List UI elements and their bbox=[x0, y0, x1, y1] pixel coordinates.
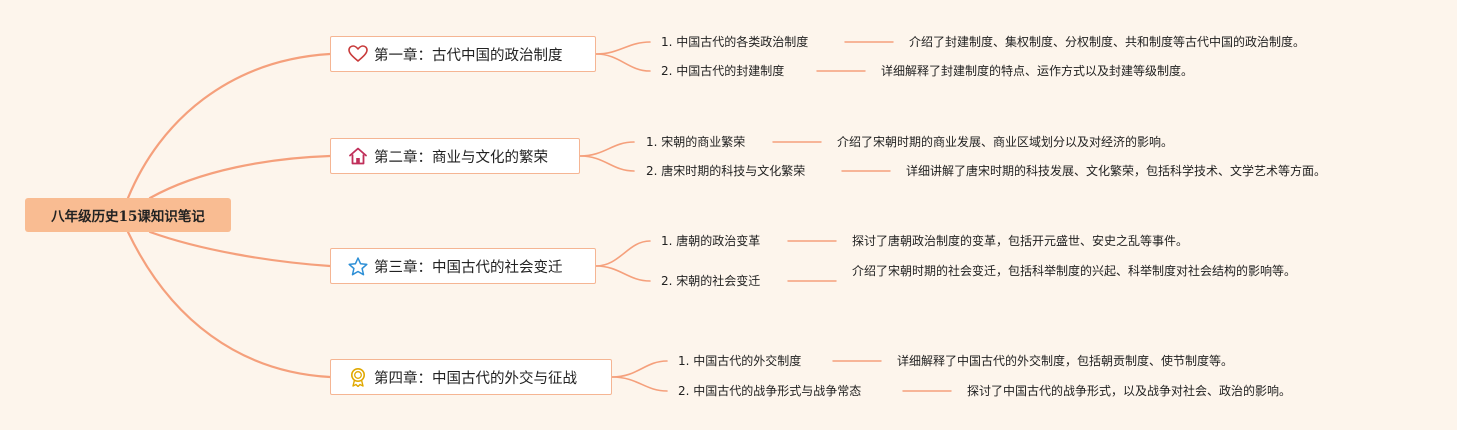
home-icon bbox=[347, 146, 369, 166]
chapter-3-item-1-desc: 探讨了唐朝政治制度的变革，包括开元盛世、安史之乱等事件。 bbox=[852, 234, 1189, 248]
chapter-2-label: 第二章：商业与文化的繁荣 bbox=[374, 149, 548, 166]
chapter-4-item-2-title: 2. 中国古代的战争形式与战争常态 bbox=[678, 384, 862, 398]
chapter-1-item-1-title: 1. 中国古代的各类政治制度 bbox=[661, 35, 809, 49]
chapter-4-item-1-desc: 详细解释了中国古代的外交制度，包括朝贡制度、使节制度等。 bbox=[897, 354, 1234, 368]
chapter-2-item-1-title: 1. 宋朝的商业繁荣 bbox=[646, 135, 746, 149]
star-icon bbox=[347, 256, 369, 276]
chapter-4-label: 第四章：中国古代的外交与征战 bbox=[374, 370, 577, 387]
chapter-1-item-2-title: 2. 中国古代的封建制度 bbox=[661, 64, 785, 78]
chapter-3-item-2-desc: 介绍了宋朝时期的社会变迁，包括科举制度的兴起、科举制度对社会结构的影响等。 bbox=[852, 264, 1297, 278]
chapter-2-node[interactable]: 第二章：商业与文化的繁荣 bbox=[330, 138, 580, 174]
chapter-1-label: 第一章：古代中国的政治制度 bbox=[374, 47, 563, 64]
chapter-1-item-2-desc: 详细解释了封建制度的特点、运作方式以及封建等级制度。 bbox=[881, 64, 1194, 78]
chapter-2-item-2-desc: 详细讲解了唐宋时期的科技发展、文化繁荣，包括科学技术、文学艺术等方面。 bbox=[906, 164, 1327, 178]
heart-icon bbox=[347, 44, 369, 64]
chapter-3-label: 第三章：中国古代的社会变迁 bbox=[374, 259, 563, 276]
chapter-3-item-1-title: 1. 唐朝的政治变革 bbox=[661, 234, 761, 248]
chapter-2-item-1-desc: 介绍了宋朝时期的商业发展、商业区域划分以及对经济的影响。 bbox=[837, 135, 1174, 149]
chapter-3-node[interactable]: 第三章：中国古代的社会变迁 bbox=[330, 248, 596, 284]
chapter-4-node[interactable]: 第四章：中国古代的外交与征战 bbox=[330, 359, 612, 395]
chapter-4-item-1-title: 1. 中国古代的外交制度 bbox=[678, 354, 802, 368]
root-topic[interactable]: 八年级历史15课知识笔记 bbox=[25, 198, 231, 232]
chapter-4-item-2-desc: 探讨了中国古代的战争形式，以及战争对社会、政治的影响。 bbox=[967, 384, 1292, 398]
chapter-2-item-2-title: 2. 唐宋时期的科技与文化繁荣 bbox=[646, 164, 806, 178]
medal-icon bbox=[347, 367, 369, 387]
chapter-1-item-1-desc: 介绍了封建制度、集权制度、分权制度、共和制度等古代中国的政治制度。 bbox=[909, 35, 1306, 49]
chapter-3-item-2-title: 2. 宋朝的社会变迁 bbox=[661, 274, 761, 288]
root-title: 八年级历史15课知识笔记 bbox=[51, 209, 205, 225]
chapter-1-node[interactable]: 第一章：古代中国的政治制度 bbox=[330, 36, 596, 72]
